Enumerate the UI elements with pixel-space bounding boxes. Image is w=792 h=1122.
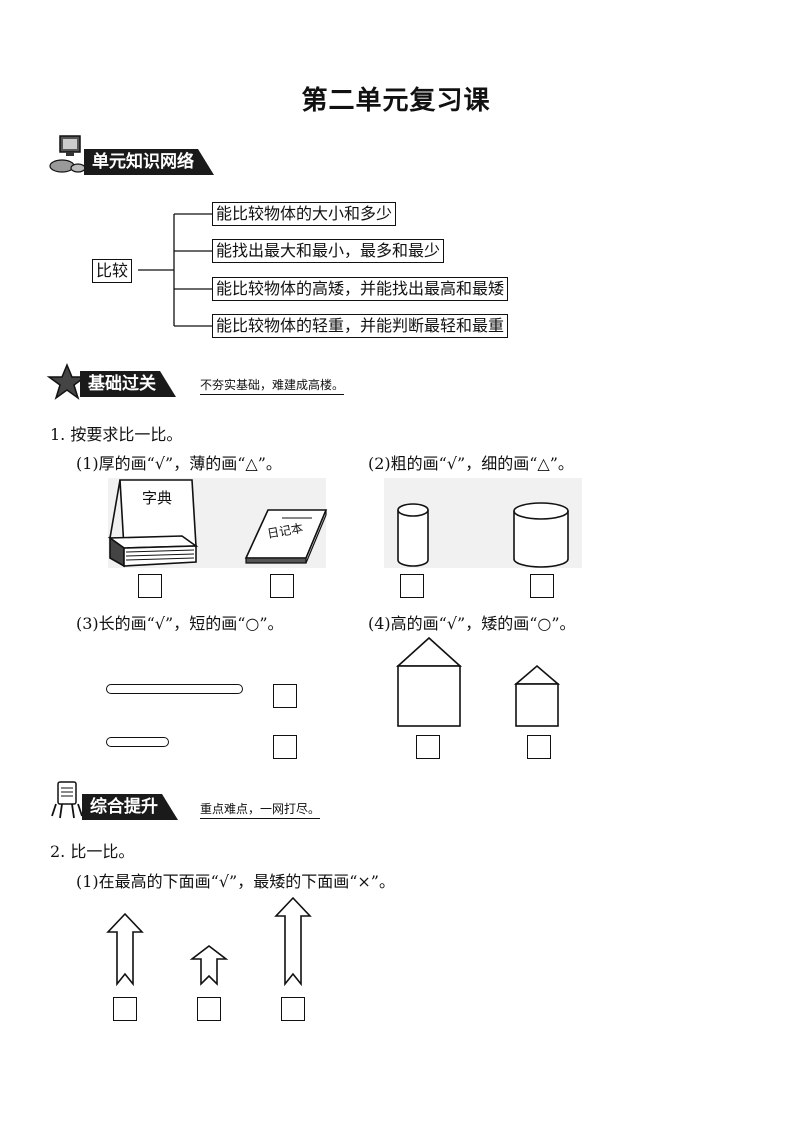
question-1-part-2: (2)粗的画“√”，细的画“△”。 (368, 454, 574, 473)
answer-box-short-arrow[interactable] (197, 997, 221, 1021)
tree-branch-4: 能比较物体的轻重，并能判断最轻和最重 (212, 314, 509, 338)
question-2-heading: 2. 比一比。 (50, 842, 135, 861)
answer-box-tall-house[interactable] (416, 735, 440, 759)
section-banner-basics: 基础过关 (80, 371, 176, 397)
answer-box-thin-book[interactable] (270, 574, 294, 598)
answer-box-short-bar[interactable] (273, 735, 297, 759)
reading-figure-icon (51, 781, 83, 819)
thick-book-label: 字典 (142, 489, 173, 507)
answer-box-thick-book[interactable] (138, 574, 162, 598)
question-1-heading: 1. 按要求比一比。 (50, 425, 183, 444)
section-banner-network: 单元知识网络 (84, 149, 214, 175)
tree-root-box: 比较 (92, 259, 133, 283)
thin-cylinder-image (397, 503, 429, 567)
short-house-image (513, 664, 561, 727)
thick-cylinder-image (513, 502, 569, 568)
section-subtitle-advanced: 重点难点，一网打尽。 (200, 800, 321, 819)
section-subtitle-basics: 不夯实基础，难建成高楼。 (200, 376, 345, 395)
answer-box-short-house[interactable] (527, 735, 551, 759)
short-arrow-image (189, 944, 229, 986)
thin-book-image (244, 509, 328, 564)
medium-arrow-image (106, 912, 144, 987)
question-1-part-1: (1)厚的画“√”，薄的画“△”。 (76, 454, 282, 473)
answer-box-thin-cylinder[interactable] (400, 574, 424, 598)
computer-icon (49, 135, 86, 173)
answer-box-thick-cylinder[interactable] (530, 574, 554, 598)
tree-branch-3: 能比较物体的高矮，并能找出最高和最矮 (212, 277, 509, 301)
short-bar-image (106, 737, 169, 747)
section-banner-advanced: 综合提升 (82, 794, 178, 820)
question-1-part-3: (3)长的画“√”，短的画“○”。 (76, 614, 284, 633)
tree-branch-1: 能比较物体的大小和多少 (212, 202, 397, 226)
question-1-part-4: (4)高的画“√”，矮的画“○”。 (368, 614, 576, 633)
tree-branch-2: 能找出最大和最小，最多和最少 (212, 239, 445, 263)
answer-box-tall-arrow[interactable] (281, 997, 305, 1021)
tall-house-image (395, 636, 463, 727)
answer-box-long-bar[interactable] (273, 684, 297, 708)
question-2-part-1: (1)在最高的下面画“√”，最矮的下面画“×”。 (76, 872, 395, 891)
long-bar-image (106, 684, 243, 694)
answer-box-medium-arrow[interactable] (113, 997, 137, 1021)
tall-arrow-image (274, 896, 312, 987)
page-title: 第二单元复习课 (301, 86, 491, 116)
thick-book-image (107, 479, 199, 568)
